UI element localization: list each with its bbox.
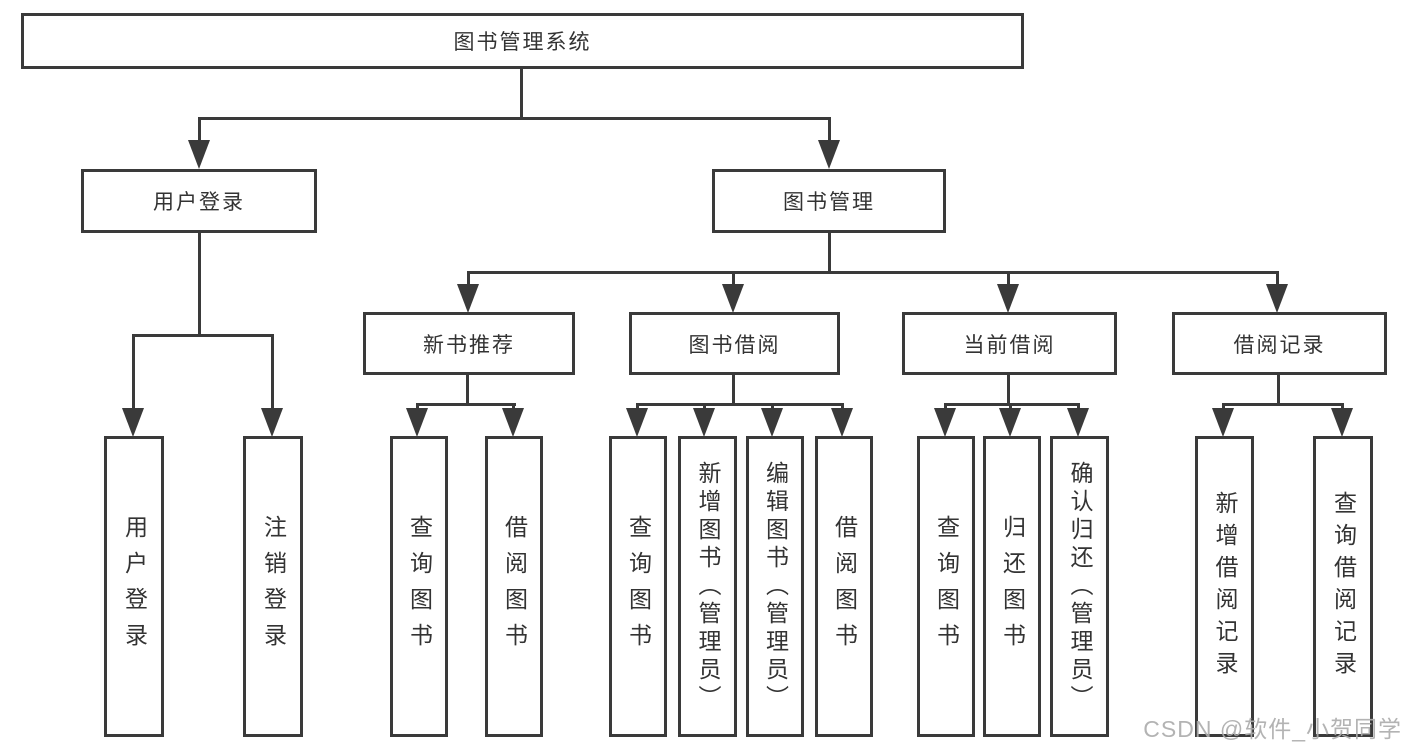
node-book-management: 图书管理 bbox=[712, 169, 946, 233]
connector-line bbox=[520, 69, 523, 120]
arrow-down bbox=[722, 284, 744, 313]
leaf-label: 借阅图书 bbox=[501, 514, 528, 659]
arrow-down bbox=[1266, 284, 1288, 313]
leaf-return-books: 归还图书 bbox=[983, 436, 1041, 737]
leaf-query-books: 查询图书 bbox=[609, 436, 667, 737]
connector-line bbox=[132, 334, 135, 412]
connector-line bbox=[1276, 271, 1279, 287]
leaf-query-books: 查询图书 bbox=[917, 436, 975, 737]
node-label: 用户登录 bbox=[153, 191, 245, 214]
node-user-login: 用户登录 bbox=[81, 169, 317, 233]
connector-line bbox=[1222, 403, 1344, 406]
leaf-edit-books-admin: 编辑图书（管理员） bbox=[746, 436, 804, 737]
leaf-label: 查询借阅记录 bbox=[1330, 490, 1357, 683]
connector-line bbox=[1007, 271, 1010, 287]
arrow-down bbox=[999, 408, 1021, 437]
leaf-label: 查询图书 bbox=[406, 514, 433, 659]
connector-line bbox=[198, 117, 831, 120]
arrow-down bbox=[1331, 408, 1353, 437]
leaf-label: 新增图书（管理员） bbox=[695, 460, 721, 713]
arrow-down bbox=[188, 140, 210, 169]
node-new-book-recommend: 新书推荐 bbox=[363, 312, 575, 375]
arrow-down bbox=[934, 408, 956, 437]
leaf-user-login: 用户登录 bbox=[104, 436, 164, 737]
leaf-add-borrow-record: 新增借阅记录 bbox=[1195, 436, 1254, 737]
connector-line bbox=[416, 403, 516, 406]
arrow-down bbox=[818, 140, 840, 169]
arrow-down bbox=[406, 408, 428, 437]
arrow-down bbox=[761, 408, 783, 437]
leaf-label: 查询图书 bbox=[625, 514, 652, 659]
leaf-query-books: 查询图书 bbox=[390, 436, 448, 737]
leaf-label: 查询图书 bbox=[933, 514, 960, 659]
csdn-watermark: CSDN @软件_小贺同学 bbox=[1143, 716, 1402, 742]
connector-line bbox=[198, 233, 201, 337]
connector-line bbox=[828, 233, 831, 274]
arrow-down bbox=[502, 408, 524, 437]
leaf-add-books-admin: 新增图书（管理员） bbox=[678, 436, 737, 737]
connector-line bbox=[732, 375, 735, 406]
connector-line bbox=[132, 334, 274, 337]
leaf-logout-login: 注销登录 bbox=[243, 436, 303, 737]
arrow-down bbox=[997, 284, 1019, 313]
leaf-label: 用户登录 bbox=[121, 514, 148, 659]
node-label: 图书管理 bbox=[783, 191, 875, 214]
connector-line bbox=[732, 271, 735, 287]
arrow-down bbox=[626, 408, 648, 437]
leaf-label: 借阅图书 bbox=[831, 514, 858, 659]
connector-line bbox=[467, 271, 1279, 274]
node-label: 新书推荐 bbox=[423, 333, 515, 357]
connector-line bbox=[1007, 375, 1010, 406]
connector-line bbox=[271, 334, 274, 412]
connector-line bbox=[944, 403, 1080, 406]
node-label: 图书管理系统 bbox=[453, 31, 592, 54]
leaf-label: 归还图书 bbox=[999, 514, 1026, 659]
node-current-borrowing: 当前借阅 bbox=[902, 312, 1117, 375]
node-book-borrowing: 图书借阅 bbox=[629, 312, 840, 375]
node-library-management-system: 图书管理系统 bbox=[21, 13, 1024, 69]
leaf-label: 注销登录 bbox=[260, 514, 287, 659]
arrow-down bbox=[831, 408, 853, 437]
connector-line bbox=[636, 403, 844, 406]
arrow-down bbox=[261, 408, 283, 437]
node-label: 借阅记录 bbox=[1233, 333, 1326, 357]
arrow-down bbox=[457, 284, 479, 313]
connector-line bbox=[828, 117, 831, 143]
arrow-down bbox=[1212, 408, 1234, 437]
connector-line bbox=[466, 375, 469, 406]
node-label: 图书借阅 bbox=[688, 333, 781, 357]
arrow-down bbox=[122, 408, 144, 437]
leaf-label: 确认归还（管理员） bbox=[1067, 460, 1093, 713]
leaf-label: 新增借阅记录 bbox=[1212, 490, 1238, 683]
node-label: 当前借阅 bbox=[963, 333, 1056, 357]
connector-line bbox=[198, 117, 201, 143]
leaf-confirm-return-admin: 确认归还（管理员） bbox=[1050, 436, 1109, 737]
leaf-query-borrow-record: 查询借阅记录 bbox=[1313, 436, 1373, 737]
node-borrowing-records: 借阅记录 bbox=[1172, 312, 1387, 375]
arrow-down bbox=[1067, 408, 1089, 437]
connector-line bbox=[1277, 375, 1280, 406]
leaf-borrow-books: 借阅图书 bbox=[485, 436, 543, 737]
connector-line bbox=[467, 271, 470, 287]
leaf-label: 编辑图书（管理员） bbox=[762, 460, 789, 713]
arrow-down bbox=[693, 408, 715, 437]
leaf-borrow-books: 借阅图书 bbox=[815, 436, 873, 737]
